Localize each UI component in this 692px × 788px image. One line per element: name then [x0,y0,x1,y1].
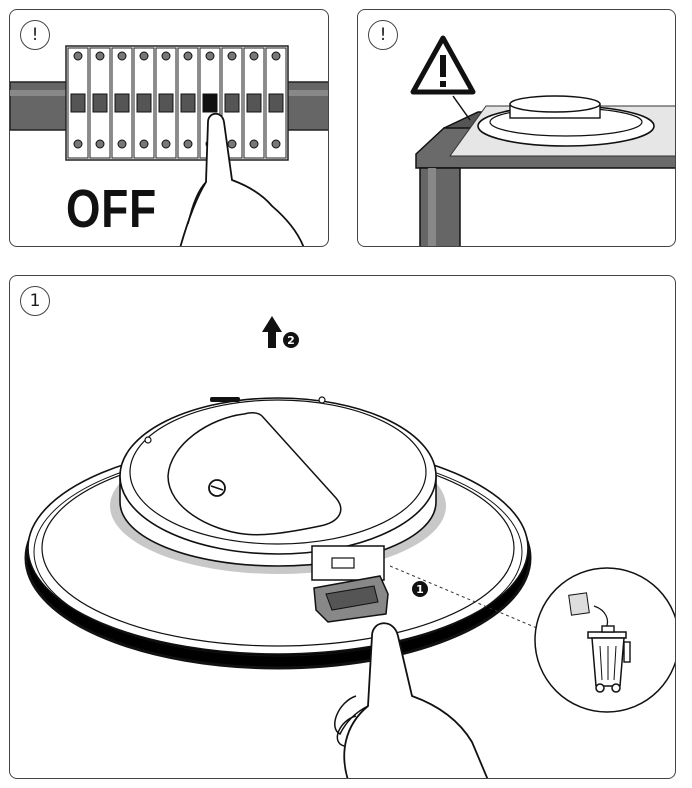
screw-icon [139,51,149,61]
step-marker-1: 1 [416,583,424,596]
breaker-toggle [180,93,196,113]
screw-icon [95,139,105,149]
step-number-badge: 1 [20,286,50,316]
breaker-toggle [202,93,218,113]
screw-icon [139,139,149,149]
screw-icon [227,51,237,61]
screw-icon [271,139,281,149]
breaker-modules [67,47,287,159]
screw-icon [249,51,259,61]
trash-bin-icon [587,625,631,693]
screw-icon [95,51,105,61]
table-illustration [410,35,675,246]
up-arrow-icon [262,316,282,348]
panel-power-off: ! OFF [9,9,329,247]
lamp-illustration: 2 1 [24,316,675,778]
breaker-toggle [158,93,174,113]
warning-badge: ! [368,20,398,50]
step-marker-2: 2 [287,334,295,347]
screw-icon [183,51,193,61]
breaker-toggle [224,93,240,113]
hand-pointer-icon [179,112,305,246]
screw-icon [249,139,259,149]
breaker-illustration [10,45,328,246]
screw-icon [227,139,237,149]
off-label: OFF [66,179,158,239]
hand-pointer-icon [343,622,489,778]
warning-badge: ! [20,20,50,50]
breaker-toggle [246,93,262,113]
breaker-toggle [136,93,152,113]
panel-step-1: 1 2 1 [9,275,676,779]
breaker-toggle [70,93,86,113]
breaker-toggle [268,93,284,113]
screw-icon [183,139,193,149]
breaker-toggle [114,93,130,113]
screw-icon [73,51,83,61]
breaker-toggle [92,93,108,113]
warning-triangle-icon [410,35,476,121]
screw-icon [271,51,281,61]
screw-icon [161,139,171,149]
screw-icon [73,139,83,149]
panel-warning-surface: ! [357,9,676,247]
screw-icon [117,51,127,61]
screw-icon [205,51,215,61]
screw-icon [117,139,127,149]
screw-icon [161,51,171,61]
